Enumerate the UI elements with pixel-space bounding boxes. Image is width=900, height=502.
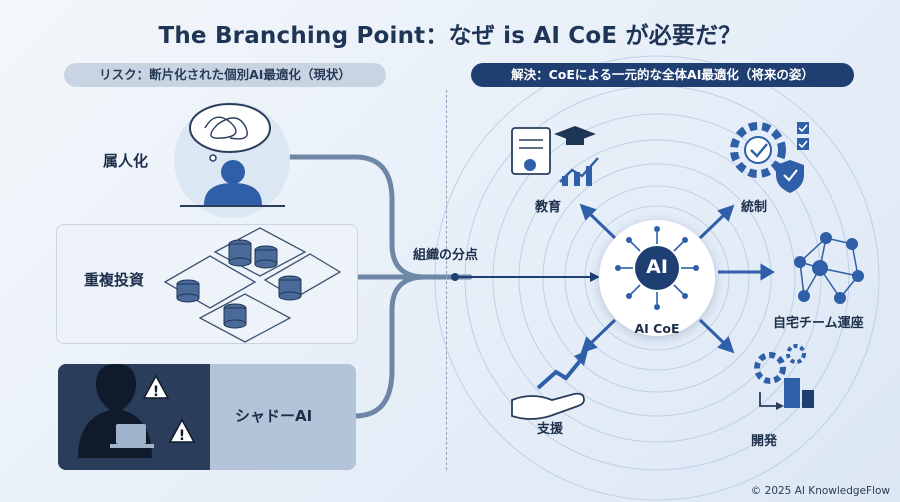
risk-label-shadow-ai: シャドーAI (235, 407, 313, 425)
spoke-label-education: 教育 (535, 200, 562, 215)
risk-heading: リスク：断片化された個別AI最適化（現状） (64, 63, 386, 87)
page-title: The Branching Point：なぜ is AI CoE が必要だ？ (158, 23, 742, 49)
risk-label-duplicate: 重複投資 (84, 271, 145, 289)
spoke-label-development: 開発 (751, 434, 778, 449)
solution-heading: 解決：CoEによる一元的な全体AI最適化（将来の姿） (471, 63, 854, 87)
branch-point-label: 組織の分点 (413, 248, 479, 263)
spoke-label-team: 自宅チーム運座 (773, 316, 864, 331)
svg-text:!: ! (179, 428, 185, 444)
connector-top (287, 154, 428, 280)
connector-bottom (352, 274, 428, 419)
arrow-to-hub-head (590, 272, 600, 282)
spoke-label-support: 支援 (537, 422, 564, 437)
duplicate-investment-card (56, 224, 358, 344)
risk-label-personal: 属人化 (103, 152, 149, 170)
spoke-arrows (579, 203, 775, 354)
section-divider (446, 90, 447, 470)
ai-badge: AI (646, 256, 668, 278)
hub-label: AI CoE (634, 321, 680, 336)
branch-connectors (287, 154, 473, 419)
copyright: © 2025 AI KnowledgeFlow (750, 485, 890, 497)
branch-dot (451, 273, 459, 281)
spoke-label-governance: 統制 (741, 200, 768, 215)
svg-text:!: ! (153, 384, 159, 400)
